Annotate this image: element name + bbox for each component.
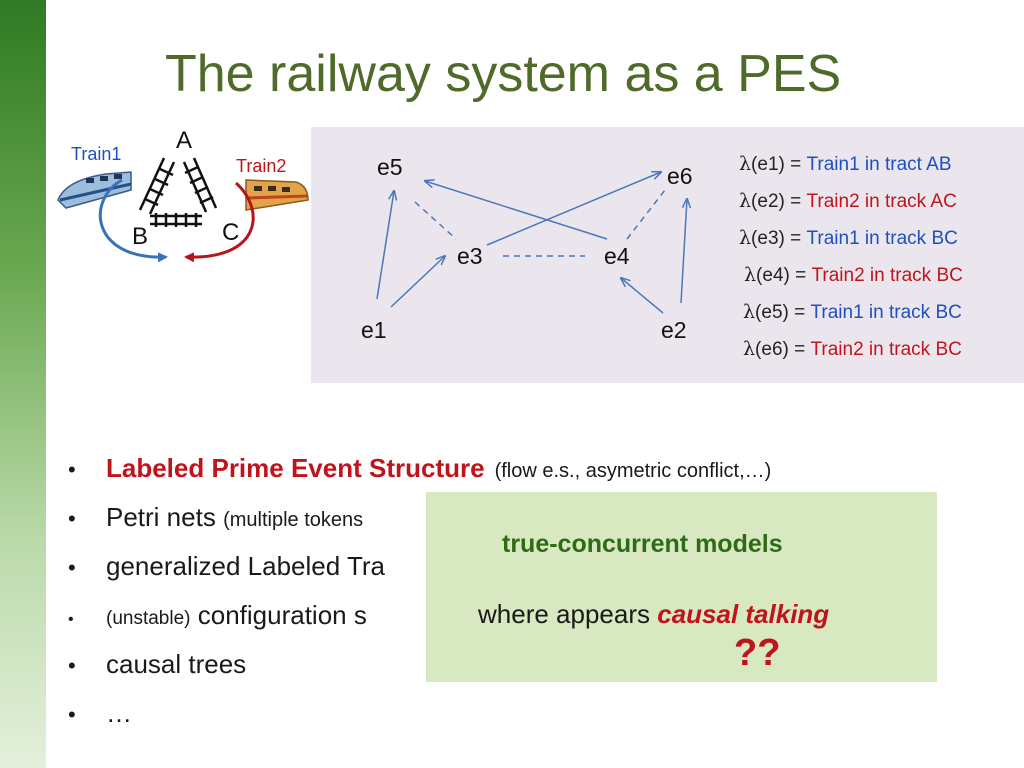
event-e1: e1: [361, 317, 387, 343]
question-marks: ??: [734, 632, 781, 674]
edge-e2-e6: [680, 199, 687, 304]
label-value: Train2 in track BC: [811, 265, 963, 286]
lambda-symbol: λ: [743, 301, 756, 323]
train1-icon: [57, 171, 132, 209]
side-accent-bar: [0, 0, 46, 768]
label-e3: λ(e3) = Train1 in track BC: [739, 227, 958, 249]
event-e3: e3: [457, 243, 483, 269]
bullet-item: •generalized Labeled Tra: [68, 546, 771, 595]
callout-box: true-concurrent models where appears cau…: [426, 492, 937, 682]
labeling-list: λ(e1) = Train1 in tract AB λ(e2) = Train…: [739, 150, 963, 372]
railway-diagram: A B C Train1 Train2: [57, 127, 309, 263]
label-value: Train1 in tract AB: [806, 154, 952, 175]
train1-label: Train1: [71, 144, 121, 164]
label-value: Train2 in track BC: [810, 339, 962, 360]
bullet-item: •Labeled Prime Event Structure(flow e.s.…: [68, 448, 771, 497]
bullet-item: •Petri nets (multiple tokens: [68, 497, 771, 546]
callout-text: where appears causal talking: [478, 599, 830, 629]
event-e6: e6: [667, 163, 693, 189]
label-value: Train2 in track AC: [806, 191, 957, 212]
station-b-label: B: [132, 223, 148, 250]
slide-title: The railway system as a PES: [165, 45, 842, 103]
bullet-item: •(unstable) configuration s: [68, 595, 771, 644]
bullet-dot: •: [68, 702, 76, 727]
pes-panel: e1 e2 e3 e4 e5 e6: [311, 127, 1024, 383]
label-e5: λ(e5) = Train1 in track BC: [743, 301, 962, 323]
bullet-item: •causal trees: [68, 644, 771, 693]
bullet-list: •Labeled Prime Event Structure(flow e.s.…: [68, 448, 771, 742]
lambda-symbol: λ: [739, 153, 752, 175]
station-c-label: C: [222, 219, 239, 246]
bullet-dot: •: [68, 457, 76, 482]
edge-e4-e5: [425, 181, 608, 240]
train2-label: Train2: [236, 156, 286, 176]
train1-route-arrow: [98, 178, 168, 263]
lambda-symbol: λ: [739, 227, 752, 249]
event-e5: e5: [377, 154, 403, 180]
track-bc: [150, 213, 202, 227]
lambda-symbol: λ: [739, 190, 752, 212]
conflict-e5-e3: [414, 201, 457, 240]
edge-e2-e4: [621, 278, 664, 314]
label-e4: λ(e4) = Train2 in track BC: [744, 264, 963, 286]
bullet-item: •…: [68, 693, 771, 742]
label-e1: λ(e1) = Train1 in tract AB: [739, 153, 952, 175]
label-value: Train1 in track BC: [810, 302, 962, 323]
event-e2: e2: [661, 317, 687, 343]
label-value: Train1 in track BC: [806, 228, 958, 249]
track-ab: [138, 157, 176, 215]
pes-diagram: e1 e2 e3 e4 e5 e6: [361, 154, 693, 343]
label-e2: λ(e2) = Train2 in track AC: [739, 190, 957, 212]
callout-heading: true-concurrent models: [502, 530, 783, 558]
bullet-dot: •: [68, 555, 76, 580]
track-ac: [182, 157, 218, 213]
edge-e1-e5: [376, 191, 394, 300]
lambda-symbol: λ: [744, 264, 757, 286]
lambda-symbol: λ: [743, 338, 756, 360]
label-e6: λ(e6) = Train2 in track BC: [743, 338, 962, 360]
edge-e1-e3: [390, 256, 445, 308]
edge-e3-e6: [486, 172, 661, 246]
station-a-label: A: [176, 127, 192, 154]
bullet-dot: •: [68, 653, 76, 678]
train2-route-arrow: [184, 181, 255, 263]
bullet-dot: •: [68, 506, 76, 531]
causal-talking-term: causal talking: [657, 599, 830, 629]
train2-icon: [245, 179, 309, 211]
bullet-dot: •: [68, 611, 74, 628]
event-e4: e4: [604, 243, 630, 269]
conflict-e4-e6: [626, 189, 666, 240]
